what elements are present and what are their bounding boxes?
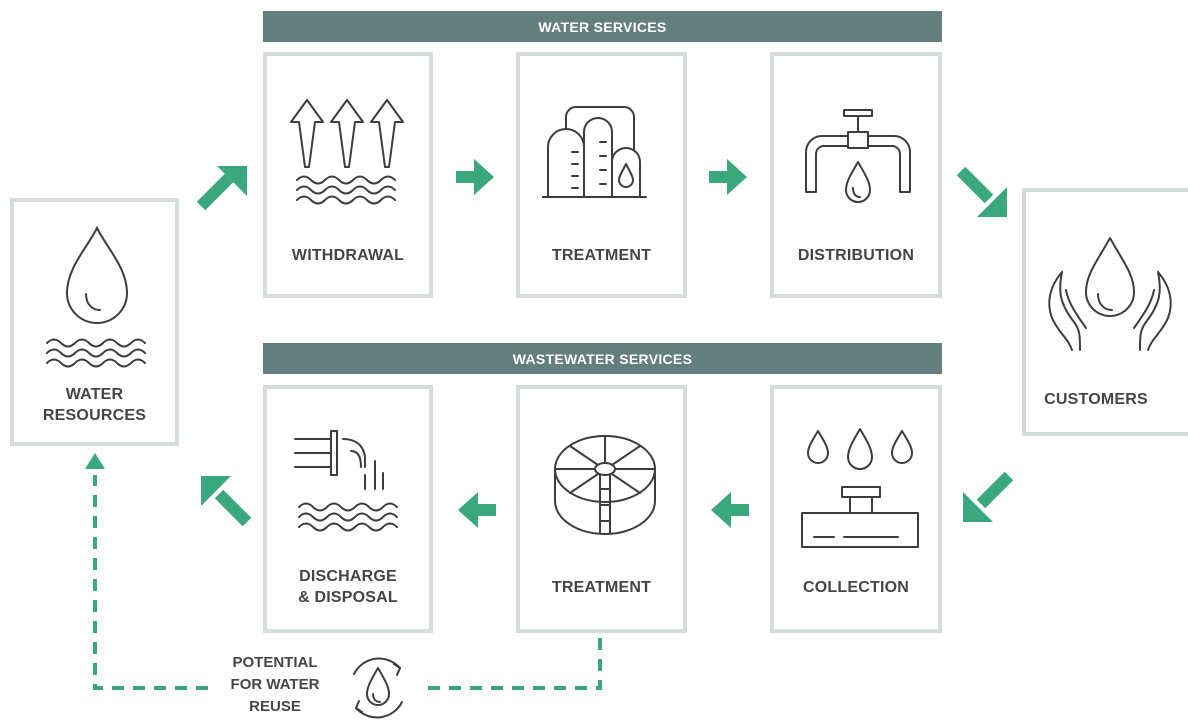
arrow-diag-down-left	[963, 471, 1014, 522]
distribution-box: DISTRIBUTION	[770, 52, 942, 298]
reuse-label-line2: FOR WATER	[230, 676, 320, 693]
arrow-left-2	[458, 492, 496, 528]
water-drop-waves-icon	[46, 225, 146, 368]
distribution-label: DISTRIBUTION	[797, 247, 915, 264]
reuse-label-line3: REUSE	[249, 698, 301, 715]
reuse-dashed-path	[85, 453, 602, 690]
discharge-box: DISCHARGE & DISPOSAL	[263, 385, 433, 633]
water-resources-label-line2: RESOURCES	[42, 407, 147, 424]
wastewater-services-banner: WASTEWATER SERVICES	[263, 343, 942, 374]
wastewater-treatment-label: TREATMENT	[551, 579, 652, 596]
water-reuse-cycle-icon	[353, 657, 403, 719]
wastewater-treatment-box: TREATMENT	[516, 385, 687, 633]
arrow-diag-up-right	[196, 166, 247, 211]
water-resources-label-line1: WATER	[65, 386, 124, 403]
treatment-tanks-icon	[542, 106, 647, 198]
collection-label: COLLECTION	[803, 579, 909, 596]
water-services-banner: WATER SERVICES	[263, 11, 942, 42]
collection-box: COLLECTION	[770, 385, 942, 633]
withdrawal-box: WITHDRAWAL	[263, 52, 433, 298]
reuse-label: POTENTIAL FOR WATER REUSE	[210, 652, 340, 718]
customers-box: CUSTOMERS	[1022, 188, 1188, 436]
arrow-right-1	[456, 159, 494, 195]
discharge-label-line1: DISCHARGE	[299, 568, 397, 585]
wastewater-treatment-tank-icon	[554, 435, 656, 535]
discharge-label-line2: & DISPOSAL	[298, 589, 398, 606]
water-treatment-box: TREATMENT	[516, 52, 687, 298]
arrow-right-2	[709, 159, 747, 195]
distribution-tap-icon	[805, 109, 911, 203]
reuse-label-line1: POTENTIAL	[232, 654, 318, 671]
withdrawal-arrows-icon	[290, 99, 404, 205]
collection-drops-pipe-icon	[801, 428, 919, 548]
arrow-diag-up-left	[201, 476, 252, 527]
arrow-diag-down-right	[956, 166, 1007, 217]
water-treatment-label: TREATMENT	[551, 247, 652, 264]
discharge-pipe-waves-icon	[294, 430, 398, 532]
water-resources-box: WATER RESOURCES	[10, 198, 179, 446]
withdrawal-label: WITHDRAWAL	[291, 247, 405, 264]
customers-label: CUSTOMERS	[1044, 391, 1148, 408]
arrow-left-1	[711, 492, 749, 528]
hands-water-drop-icon	[1048, 237, 1172, 351]
